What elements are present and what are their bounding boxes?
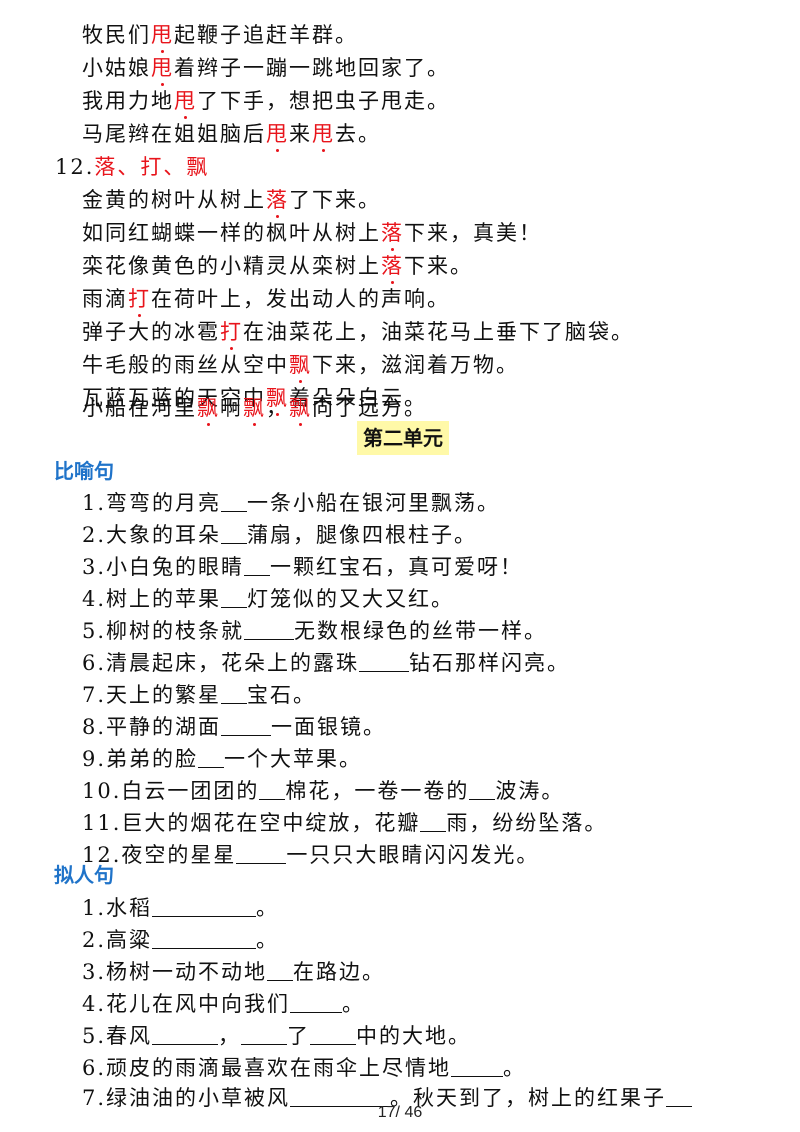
answer-blank[interactable] xyxy=(451,1056,504,1077)
metaphor-sentence-6: 6.清晨起床，花朵上的露珠钻石那样闪亮。 xyxy=(82,651,571,675)
metaphor-sentence-5: 5.柳树的枝条就无数根绿色的丝带一样。 xyxy=(82,619,548,643)
answer-blank[interactable] xyxy=(290,1086,391,1107)
highlight-char: 甩 xyxy=(174,86,197,119)
item-12-sentence-7: 瓦蓝瓦蓝的天空中飘着朵朵白云。 xyxy=(82,383,427,416)
answer-blank[interactable] xyxy=(244,619,295,640)
metaphor-sentence-7: 7.天上的繁星宝石。 xyxy=(82,683,317,707)
answer-blank[interactable] xyxy=(469,779,496,800)
highlight-char: 甩 xyxy=(151,53,174,86)
answer-blank[interactable] xyxy=(241,1024,288,1045)
answer-blank[interactable] xyxy=(236,843,287,864)
answer-blank[interactable] xyxy=(221,491,248,512)
item-12-heading: 12.落、打、飘 xyxy=(55,152,209,182)
unit-heading: 第二单元 xyxy=(357,421,449,455)
highlight-char: 落 xyxy=(381,251,404,284)
page-number: 17/ 46 xyxy=(377,1104,423,1121)
highlight-char: 落 xyxy=(266,185,289,218)
item-title: 落、打、飘 xyxy=(94,155,210,179)
metaphor-sentence-9: 9.弟弟的脸一个大苹果。 xyxy=(82,747,363,771)
answer-blank[interactable] xyxy=(259,779,286,800)
item-12-sentence-2: 如同红蝴蝶一样的枫叶从树上落下来，真美！ xyxy=(82,218,542,251)
personification-sentence-3: 3.杨树一动不动地在路边。 xyxy=(82,960,386,984)
item-number: 12. xyxy=(55,155,95,179)
highlight-char: 落 xyxy=(381,218,404,251)
highlight-char: 飘 xyxy=(197,393,220,426)
answer-blank[interactable] xyxy=(666,1086,693,1107)
answer-blank[interactable] xyxy=(267,960,294,981)
shuai-sentence-3: 我用力地甩了下手，想把虫子甩走。 xyxy=(82,86,450,119)
answer-blank[interactable] xyxy=(221,683,248,704)
highlight-char: 打 xyxy=(128,284,151,317)
answer-blank[interactable] xyxy=(221,587,248,608)
answer-blank[interactable] xyxy=(221,523,248,544)
answer-blank[interactable] xyxy=(310,1024,357,1045)
personification-sentence-1: 1.水稻。 xyxy=(82,896,280,920)
item-12-sentence-5: 弹子大的冰雹打在油菜花上，油菜花马上垂下了脑袋。 xyxy=(82,317,634,350)
answer-blank[interactable] xyxy=(152,1024,219,1045)
personification-sentence-5: 5.春风，了中的大地。 xyxy=(82,1024,472,1048)
shuai-sentence-4: 马尾辫在姐姐脑后甩来甩去。 xyxy=(82,119,381,152)
personification-sentence-4: 4.花儿在风中向我们。 xyxy=(82,992,366,1016)
highlight-char: 飘 xyxy=(266,383,289,416)
personification-sentence-7: 7.绿油油的小草被风。秋天到了，树上的红果子 xyxy=(82,1083,693,1113)
metaphor-sentence-8: 8.平静的湖面一面银镜。 xyxy=(82,715,387,739)
answer-blank[interactable] xyxy=(198,747,225,768)
item-12-sentence-8: 小船在河里飘啊飘，飘向了远方。 xyxy=(82,393,427,426)
metaphor-sentence-11: 11.巨大的烟花在空中绽放，花瓣雨，纷纷坠落。 xyxy=(82,811,608,835)
metaphor-sentence-1: 1.弯弯的月亮一条小船在银河里飘荡。 xyxy=(82,491,501,515)
item-12-sentence-6: 牛毛般的雨丝从空中飘下来，滋润着万物。 xyxy=(82,350,519,383)
section-title-personification: 拟人句 xyxy=(54,863,114,887)
section-title-metaphor: 比喻句 xyxy=(54,459,114,483)
highlight-char: 甩 xyxy=(151,20,174,53)
personification-sentence-6: 6.顽皮的雨滴最喜欢在雨伞上尽情地。 xyxy=(82,1056,527,1080)
metaphor-sentence-4: 4.树上的苹果灯笼似的又大又红。 xyxy=(82,587,455,611)
metaphor-sentence-2: 2.大象的耳朵蒲扇，腿像四根柱子。 xyxy=(82,523,478,547)
personification-sentence-2: 2.高粱。 xyxy=(82,928,280,952)
answer-blank[interactable] xyxy=(420,811,447,832)
highlight-char: 飘 xyxy=(243,393,266,426)
shuai-sentence-2: 小姑娘甩着辫子一蹦一跳地回家了。 xyxy=(82,53,450,86)
highlight-char: 飘 xyxy=(289,350,312,383)
answer-blank[interactable] xyxy=(244,555,271,576)
item-12-sentence-3: 栾花像黄色的小精灵从栾树上落下来。 xyxy=(82,251,473,284)
answer-blank[interactable] xyxy=(152,928,257,949)
highlight-char: 打 xyxy=(220,317,243,350)
shuai-sentence-1: 牧民们甩起鞭子追赶羊群。 xyxy=(82,20,358,53)
item-12-sentence-4: 雨滴打在荷叶上，发出动人的声响。 xyxy=(82,284,450,317)
answer-blank[interactable] xyxy=(152,896,257,917)
answer-blank[interactable] xyxy=(221,715,272,736)
metaphor-sentence-3: 3.小白兔的眼睛一颗红宝石，真可爱呀！ xyxy=(82,555,524,579)
answer-blank[interactable] xyxy=(290,992,343,1013)
highlight-char: 甩 xyxy=(266,119,289,152)
metaphor-sentence-10: 10.白云一团团的棉花，一卷一卷的波涛。 xyxy=(82,779,565,803)
item-12-sentence-1: 金黄的树叶从树上落了下来。 xyxy=(82,185,381,218)
metaphor-sentence-12: 12.夜空的星星一只只大眼睛闪闪发光。 xyxy=(82,843,540,867)
highlight-char: 飘 xyxy=(289,393,312,426)
answer-blank[interactable] xyxy=(359,651,410,672)
highlight-char: 甩 xyxy=(312,119,335,152)
